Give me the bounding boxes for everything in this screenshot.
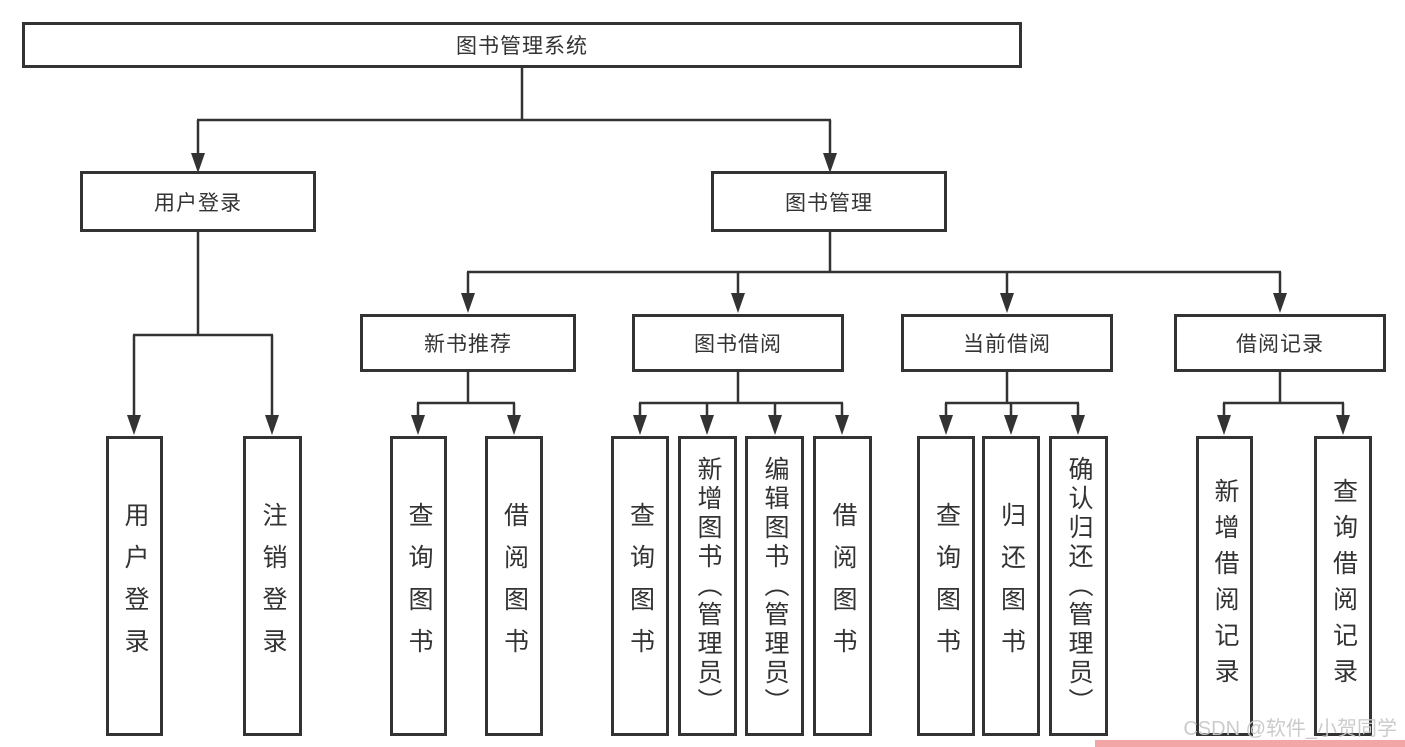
node-book-management: 图书管理 (711, 171, 947, 232)
node-current-borrowing: 当前借阅 (901, 314, 1113, 372)
node-label: 借阅记录 (1236, 333, 1324, 356)
node-label: 图书管理系统 (456, 35, 588, 58)
node-user-login: 用户登录 (80, 171, 316, 232)
node-library-management-system: 图书管理系统 (22, 22, 1022, 68)
watermark-accent-strip (1095, 740, 1405, 747)
node-label: 新增借阅记录 (1211, 478, 1239, 694)
node-label: 用户登录 (121, 502, 149, 670)
leaf-confirm-return-admin: 确认归还（管理员） (1049, 436, 1108, 736)
node-label: 归还图书 (997, 502, 1026, 670)
node-label: 图书借阅 (694, 333, 782, 356)
node-label: 查询图书 (626, 502, 655, 670)
node-label: 用户登录 (154, 191, 242, 215)
leaf-return-book: 归还图书 (982, 436, 1040, 736)
leaf-user-login: 用户登录 (106, 436, 163, 736)
node-label: 借阅图书 (500, 502, 529, 670)
node-label: 新书推荐 (424, 333, 512, 356)
leaf-add-book-admin: 新增图书（管理员） (678, 436, 737, 736)
node-book-borrowing: 图书借阅 (632, 314, 844, 372)
node-label: 当前借阅 (963, 333, 1051, 356)
leaf-borrow-books: 借阅图书 (813, 436, 872, 736)
node-label: 图书管理 (785, 191, 873, 215)
csdn-watermark: CSDN @软件_小贺同学 (1183, 718, 1397, 740)
leaf-edit-book-admin: 编辑图书（管理员） (745, 436, 804, 736)
node-label: 新增图书（管理员） (694, 455, 722, 717)
leaf-query-books-current: 查询图书 (917, 436, 975, 736)
node-label: 查询借阅记录 (1329, 478, 1358, 694)
leaf-logout: 注销登录 (243, 436, 302, 736)
leaf-add-borrow-record: 新增借阅记录 (1196, 436, 1253, 736)
node-borrowing-records: 借阅记录 (1174, 314, 1386, 372)
node-label: 注销登录 (259, 502, 287, 670)
leaf-query-books-recommend: 查询图书 (390, 436, 447, 736)
node-label: 借阅图书 (829, 502, 857, 670)
leaf-borrow-books-recommend: 借阅图书 (485, 436, 543, 736)
node-new-book-recommendation: 新书推荐 (360, 314, 576, 372)
node-label: 查询图书 (932, 502, 961, 670)
node-label: 编辑图书（管理员） (761, 455, 789, 717)
node-label: 查询图书 (405, 502, 433, 670)
leaf-query-books-borrow: 查询图书 (611, 436, 669, 736)
node-label: 确认归还（管理员） (1065, 455, 1093, 717)
leaf-query-borrow-record: 查询借阅记录 (1314, 436, 1372, 736)
